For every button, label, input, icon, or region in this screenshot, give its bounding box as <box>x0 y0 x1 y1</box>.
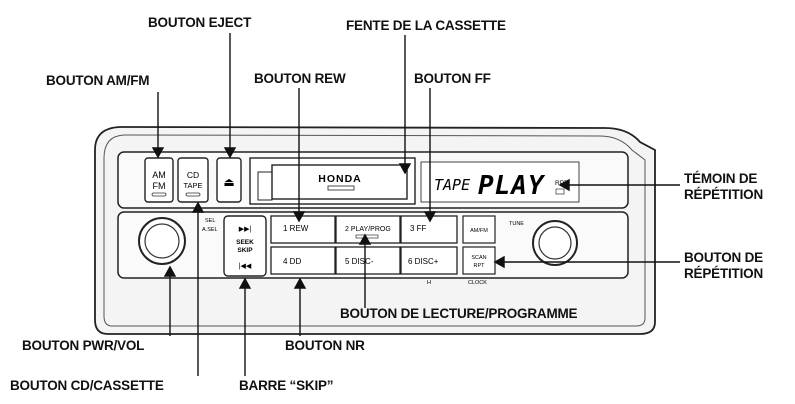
label-skip-bar: BARRE “SKIP” <box>239 378 334 393</box>
repeat-indicator-arrowhead <box>558 178 570 192</box>
fm-text: FM <box>153 181 166 191</box>
play-program-arrowhead <box>358 233 372 245</box>
tune-knob-inner <box>538 226 572 260</box>
am-fm-led <box>151 192 167 197</box>
sel-label: SEL <box>205 218 215 224</box>
preset-5-label: 5 DISC- <box>345 257 374 266</box>
am-fm-button[interactable] <box>144 157 174 203</box>
preset-3-label: 3 FF <box>410 224 427 233</box>
label-cd-cassette-button: BOUTON CD/CASSETTE <box>10 378 164 393</box>
lcd-display <box>420 161 580 203</box>
skip-text: SKIP <box>237 247 253 254</box>
label-repeat-indicator-line1: TÉMOIN DE <box>684 171 758 186</box>
preset-1-label: 1 REW <box>283 224 309 233</box>
cd-cassette-arrowhead <box>191 201 205 213</box>
preset-1-rew-button[interactable] <box>270 215 336 244</box>
label-rew-button: BOUTON REW <box>254 71 346 86</box>
pwr-vol-knob-inner <box>144 223 180 259</box>
scan-label: SCAN <box>471 255 486 261</box>
label-repeat-indicator-line2: RÉPÉTITION <box>684 187 764 202</box>
display-status-text: PLAY <box>478 171 546 201</box>
pwr-vol-arrowhead <box>163 265 177 277</box>
slot-lip <box>327 185 355 191</box>
label-cassette-slot: FENTE DE LA CASSETTE <box>346 18 506 33</box>
clock-label: CLOCK <box>468 280 487 286</box>
seek-skip-rocker[interactable] <box>223 215 267 277</box>
preset-6-label: 6 DISC+ <box>408 257 439 266</box>
cd-text: CD <box>187 170 199 180</box>
label-pwr-vol-button: BOUTON PWR/VOL <box>22 338 145 353</box>
preset-2-label: 2 PLAY/PROG <box>345 226 391 233</box>
preset-5-disc-minus-button[interactable] <box>335 246 401 275</box>
leader-lines <box>151 33 680 376</box>
rew-arrowhead <box>292 211 306 223</box>
cd-tape-led <box>185 192 201 197</box>
label-repeat-button-line1: BOUTON DE <box>684 250 763 265</box>
skip-forward-icon: ▶▶| <box>239 226 252 233</box>
preset-4-nr-button[interactable] <box>270 246 336 275</box>
scan-rpt-button[interactable] <box>462 246 496 275</box>
eject-arrowhead <box>223 147 237 159</box>
preset-4-label: 4 DD <box>283 257 301 266</box>
tape-door-left <box>257 171 273 201</box>
cassette-slot-arrowhead <box>398 163 412 175</box>
label-nr-button: BOUTON NR <box>285 338 365 353</box>
label-repeat-button-line2: RÉPÉTITION <box>684 266 764 281</box>
repeat-button-arrowhead <box>493 255 505 269</box>
am-text: AM <box>152 170 166 180</box>
label-play-program-button: BOUTON DE LECTURE/PROGRAMME <box>340 306 578 321</box>
eject-icon: ⏏ <box>223 175 234 189</box>
tune-label: TUNE <box>509 221 524 227</box>
eject-button[interactable] <box>216 157 242 203</box>
preset-6-disc-plus-button[interactable] <box>400 246 458 275</box>
label-eject-button: BOUTON EJECT <box>148 15 252 30</box>
preset-2-play-prog-button[interactable] <box>335 215 401 244</box>
skip-back-icon: |◀◀ <box>239 263 252 270</box>
cd-tape-button[interactable] <box>177 157 209 203</box>
label-am-fm-button: BOUTON AM/FM <box>46 73 150 88</box>
rpt-label: RPT <box>474 263 486 269</box>
cassette-slot <box>271 164 408 200</box>
tape-text: TAPE <box>183 181 202 190</box>
skip-bar-arrowhead <box>238 277 252 289</box>
nr-arrowhead <box>293 277 307 289</box>
brand-logo-text: HONDA <box>318 173 362 185</box>
seek-text: SEEK <box>236 239 254 246</box>
repeat-indicator-box <box>555 188 565 195</box>
am-fm-ls-label: AM/FM <box>470 228 488 234</box>
h-label: H <box>427 280 431 286</box>
ff-arrowhead <box>423 211 437 223</box>
am-fm-arrowhead <box>151 147 165 159</box>
am-fm-ls-button[interactable] <box>462 215 496 244</box>
a-sel-label: A.SEL <box>202 227 218 233</box>
bezel-inner-line <box>103 134 646 327</box>
display-mode-text: TAPE <box>434 176 470 194</box>
label-ff-button: BOUTON FF <box>414 71 491 86</box>
